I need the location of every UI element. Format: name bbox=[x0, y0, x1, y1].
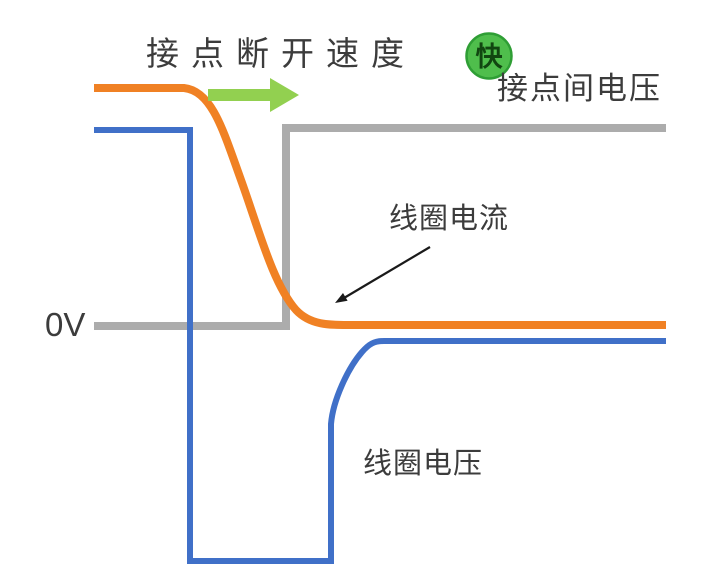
coil-voltage-label: 线圈电压 bbox=[363, 448, 484, 480]
coil-current-label: 线圈电流 bbox=[389, 203, 510, 235]
coil-voltage-line bbox=[94, 127, 666, 564]
coil-current-line bbox=[94, 84, 666, 330]
coil-current-pointer-arrow-icon bbox=[335, 246, 431, 303]
speed-arrow-icon bbox=[208, 78, 299, 112]
heading-label: 接点断开速度 bbox=[146, 35, 416, 72]
contact-voltage-label: 接点间电压 bbox=[497, 71, 662, 106]
speed-badge-circle bbox=[465, 32, 513, 80]
contact-voltage-line bbox=[94, 124, 666, 330]
speed-badge-label: 快 bbox=[476, 42, 504, 72]
zero-volt-label: 0V bbox=[45, 306, 86, 343]
